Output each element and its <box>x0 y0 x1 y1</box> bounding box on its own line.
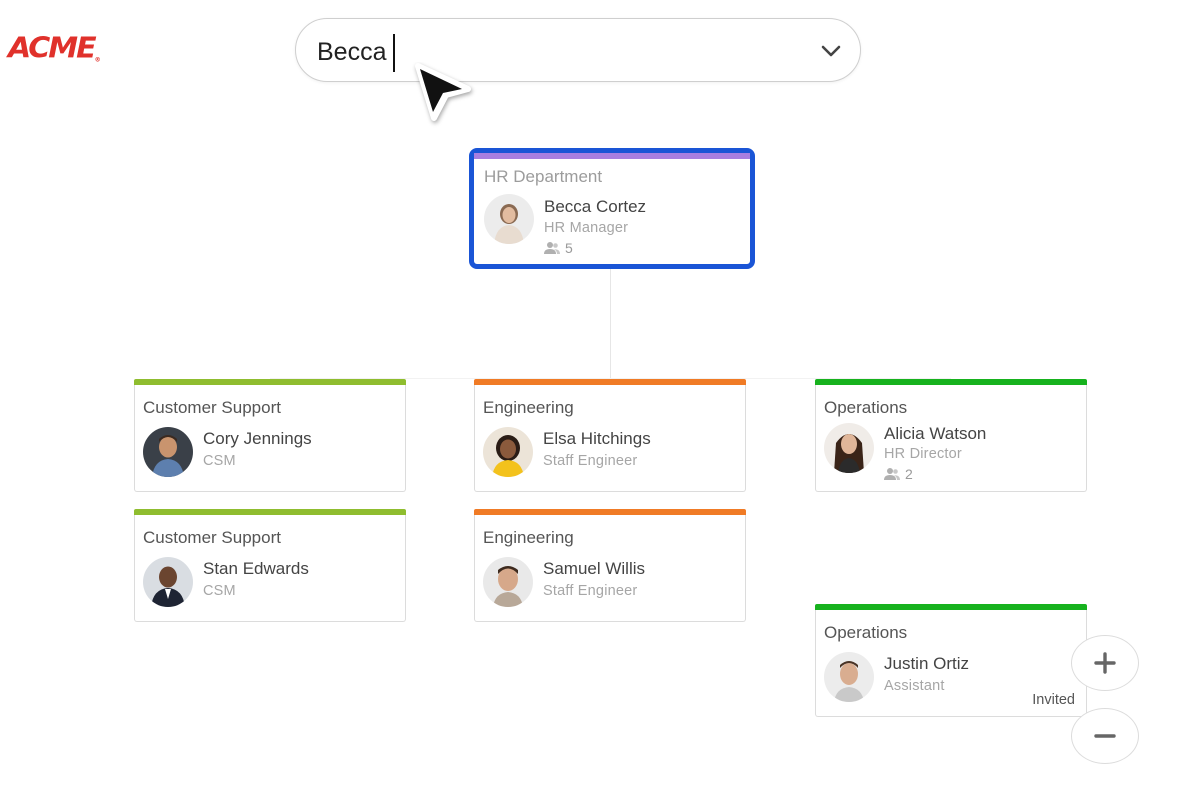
card-department: Customer Support <box>143 528 281 547</box>
card-department: Engineering <box>483 398 574 417</box>
department-color-bar <box>134 509 406 515</box>
registered-mark: ® <box>94 56 101 64</box>
people-icon <box>544 242 560 254</box>
avatar <box>143 557 193 607</box>
card-department: Operations <box>824 398 908 417</box>
department-color-bar <box>474 509 746 515</box>
avatar <box>484 194 534 244</box>
employee-role: CSM <box>203 583 236 599</box>
zoom-in-button[interactable] <box>1071 635 1139 691</box>
card-department: HR Department <box>484 167 603 186</box>
department-color-bar <box>815 379 1087 385</box>
org-card-stan-edwards[interactable]: Customer Support Stan Edwards CSM <box>134 509 406 622</box>
avatar <box>483 557 533 607</box>
direct-reports-count[interactable]: 5 <box>544 240 573 256</box>
employee-role: CSM <box>203 453 236 469</box>
minus-icon <box>1094 734 1116 738</box>
plus-icon <box>1094 652 1116 674</box>
employee-role: HR Director <box>884 446 962 462</box>
employee-name: Cory Jennings <box>203 429 312 448</box>
department-color-bar <box>474 379 746 385</box>
org-card-elsa-hitchings[interactable]: Engineering Elsa Hitchings Staff Enginee… <box>474 379 746 492</box>
card-department: Operations <box>824 623 908 642</box>
employee-name: Becca Cortez <box>544 197 647 216</box>
zoom-out-button[interactable] <box>1071 708 1139 764</box>
employee-search-combobox[interactable]: Becca <box>295 18 861 82</box>
employee-role: HR Manager <box>544 220 629 236</box>
avatar <box>824 652 874 702</box>
chevron-down-icon[interactable] <box>820 41 842 61</box>
org-card-samuel-willis[interactable]: Engineering Samuel Willis Staff Engineer <box>474 509 746 622</box>
card-department: Customer Support <box>143 398 281 417</box>
mouse-pointer-icon <box>415 63 471 121</box>
employee-name: Alicia Watson <box>884 424 987 443</box>
employee-name: Stan Edwards <box>203 559 309 578</box>
org-card-becca-cortez[interactable]: HR Department Becca Cortez HR Manager 5 <box>469 148 755 269</box>
direct-reports-count[interactable]: 2 <box>884 466 913 482</box>
org-connector-line <box>270 378 951 379</box>
department-color-bar <box>815 604 1087 610</box>
employee-role: Staff Engineer <box>543 453 638 469</box>
org-card-alicia-watson[interactable]: Operations Alicia Watson HR Director 2 <box>815 379 1087 492</box>
employee-role: Staff Engineer <box>543 583 638 599</box>
department-color-bar <box>134 379 406 385</box>
avatar <box>143 427 193 477</box>
org-connector-line <box>610 268 611 378</box>
department-color-bar <box>474 153 750 159</box>
avatar <box>483 427 533 477</box>
employee-name: Justin Ortiz <box>884 654 970 673</box>
org-card-justin-ortiz[interactable]: Operations Justin Ortiz Assistant Invite… <box>815 604 1087 717</box>
avatar <box>824 423 874 473</box>
people-icon <box>884 468 900 480</box>
acme-logo: ACME® <box>8 31 101 66</box>
employee-name: Elsa Hitchings <box>543 429 651 448</box>
search-input-value[interactable]: Becca <box>317 38 387 66</box>
employee-role: Assistant <box>884 678 945 694</box>
employee-name: Samuel Willis <box>543 559 646 578</box>
card-department: Engineering <box>483 528 574 547</box>
org-card-cory-jennings[interactable]: Customer Support Cory Jennings CSM <box>134 379 406 492</box>
text-caret <box>393 34 395 72</box>
invited-status-badge: Invited <box>1032 692 1075 708</box>
